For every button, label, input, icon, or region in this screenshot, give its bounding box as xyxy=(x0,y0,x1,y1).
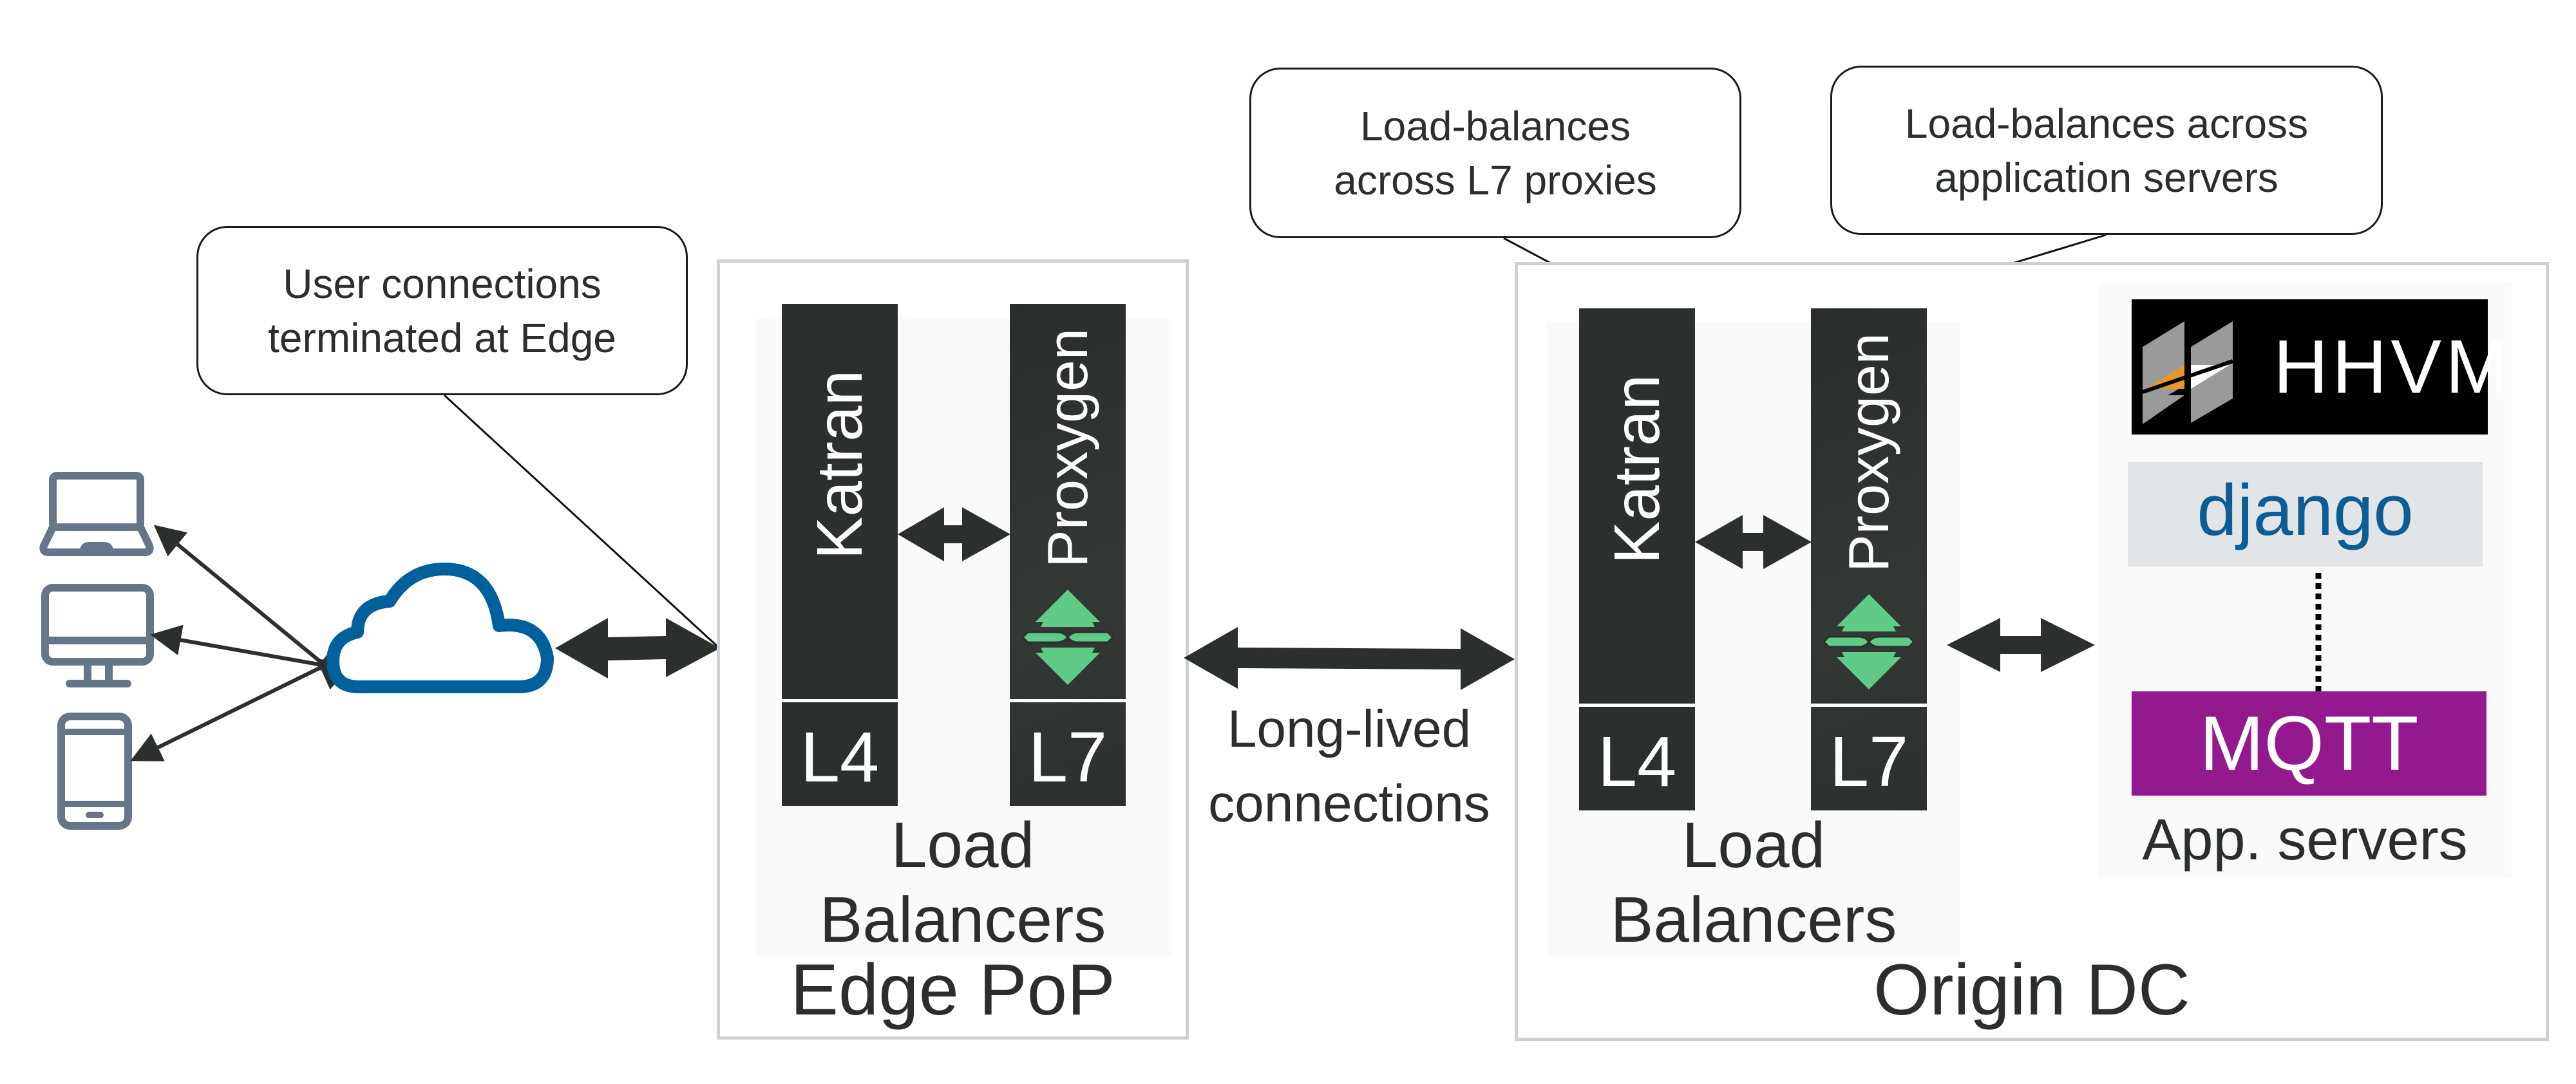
callout-l4-line-1: Load-balances xyxy=(1360,102,1631,149)
arrow-origin-lb-app xyxy=(1947,618,2095,672)
callout-edge-line-1: User connections xyxy=(283,260,601,307)
hhvm-logo: HHVM xyxy=(2132,299,2508,435)
edge-katran-label: Katran xyxy=(804,369,876,560)
origin-proxygen-logo-icon xyxy=(1822,594,1916,689)
edge-proxygen-logo-icon xyxy=(1021,590,1115,685)
arrow-edge-katran-proxygen xyxy=(898,507,1010,561)
long-lived-connections-label: Long-lived connections xyxy=(1191,692,1507,841)
laptop-icon xyxy=(39,472,154,556)
callout-l7-balancing: Load-balances across application servers xyxy=(1830,66,2383,235)
origin-katran-label: Katran xyxy=(1601,374,1673,565)
callout-edge-leader xyxy=(443,394,719,648)
hhvm-label: HHVM xyxy=(2273,324,2513,409)
callout-l4-line-2: across L7 proxies xyxy=(1334,156,1657,203)
edge-pop-title: Edge PoP xyxy=(790,949,1115,1030)
django-mqtt-dotted-link xyxy=(2315,573,2322,691)
origin-l7-label: L7 xyxy=(1829,722,1909,801)
smartphone-icon xyxy=(57,713,132,830)
long-lived-line-2: connections xyxy=(1208,774,1490,833)
hhvm-mark-icon xyxy=(2142,315,2233,424)
callout-l7-line-1: Load-balances across xyxy=(1904,100,2309,147)
app-servers-label: App. servers xyxy=(2142,808,2468,872)
edge-load-balancers-label: Load Balancers xyxy=(755,808,1171,957)
origin-load-balancers-label: Load Balancers xyxy=(1547,808,1960,957)
origin-proxygen-divider xyxy=(1811,704,1927,707)
arrow-cloud-phone xyxy=(130,642,350,762)
arrow-edge-origin xyxy=(1184,627,1515,690)
callout-l4-balancing: Load-balances across L7 proxies xyxy=(1249,68,1741,238)
cloud-icon xyxy=(327,563,554,693)
origin-katran-box: Katran L4 xyxy=(1579,308,1695,810)
long-lived-line-1: Long-lived xyxy=(1227,700,1472,758)
callout-l7-line-2: application servers xyxy=(1935,154,2278,201)
origin-proxygen-box: Proxygen L7 xyxy=(1811,308,1927,810)
arrow-origin-katran-proxygen xyxy=(1695,515,1812,569)
origin-proxygen-label: Proxygen xyxy=(1837,333,1900,572)
callout-edge-termination: User connections terminated at Edge xyxy=(196,226,688,395)
mqtt-logo: MQTT xyxy=(2132,691,2486,796)
arrow-cloud-laptop xyxy=(153,525,350,690)
edge-proxygen-box: Proxygen L7 xyxy=(1010,304,1126,806)
edge-proxygen-divider xyxy=(1010,699,1126,702)
edge-lb-label-line-1: Load xyxy=(891,809,1035,881)
edge-lb-label-line-2: Balancers xyxy=(819,884,1106,956)
edge-l7-label: L7 xyxy=(1028,718,1108,797)
edge-katran-divider xyxy=(782,699,898,702)
origin-lb-label-line-2: Balancers xyxy=(1610,884,1897,956)
origin-dc-title: Origin DC xyxy=(1873,949,2190,1030)
desktop-monitor-icon xyxy=(41,584,154,687)
callout-edge-line-2: terminated at Edge xyxy=(268,314,616,361)
origin-katran-divider xyxy=(1579,704,1695,707)
django-logo: django xyxy=(2128,462,2483,566)
edge-katran-box: Katran L4 xyxy=(782,304,898,806)
edge-proxygen-label: Proxygen xyxy=(1036,328,1099,568)
origin-l4-label: L4 xyxy=(1597,722,1677,801)
edge-l4-label: L4 xyxy=(800,718,880,797)
arrow-cloud-edge xyxy=(555,618,720,678)
origin-lb-label-line-1: Load xyxy=(1681,809,1826,881)
